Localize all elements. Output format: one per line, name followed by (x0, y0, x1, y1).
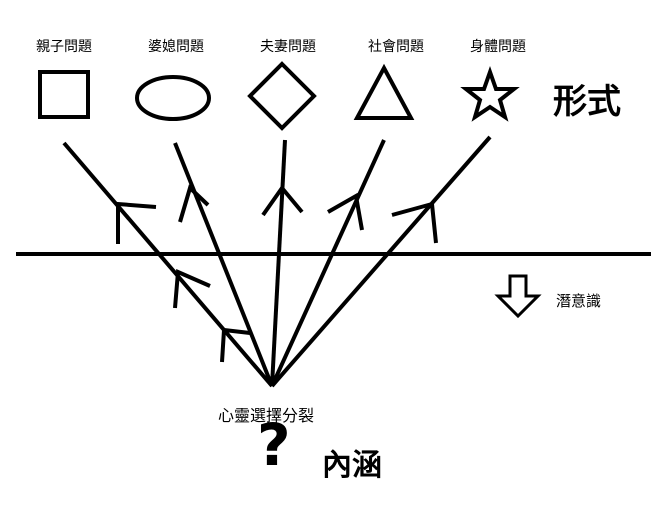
down-arrow-icon (494, 274, 542, 319)
triangle-icon (353, 63, 415, 120)
ray-body (270, 135, 492, 388)
split-label: 心靈選擇分裂 (218, 406, 315, 425)
arrowhead-7 (220, 327, 251, 363)
arrowhead-3 (261, 184, 304, 217)
square-icon (38, 70, 90, 119)
ray-in-law (173, 142, 274, 387)
question-mark: ? (257, 411, 291, 479)
topic-label-society: 社會問題 (368, 39, 424, 55)
subconscious-label: 潛意識 (556, 292, 602, 310)
topic-label-body: 身體問題 (470, 39, 526, 55)
star-icon (460, 65, 520, 122)
content-label: 內涵 (322, 448, 382, 483)
ray-parent-child (62, 141, 274, 388)
topic-label-in-law: 婆媳問題 (148, 39, 204, 55)
ray-society (270, 139, 386, 387)
arrowhead-6 (173, 269, 211, 309)
arrowhead-1 (116, 201, 157, 244)
form-label: 形式 (553, 82, 621, 122)
arrowhead-4 (327, 192, 364, 231)
arrowhead-5 (391, 201, 438, 244)
diamond-icon (247, 61, 317, 131)
topic-label-parent-child: 親子問題 (36, 39, 92, 55)
ellipse-icon (135, 75, 211, 121)
arrowhead-2 (178, 184, 210, 223)
ray-marriage (270, 139, 287, 387)
topic-label-marriage: 夫妻問題 (260, 39, 316, 55)
